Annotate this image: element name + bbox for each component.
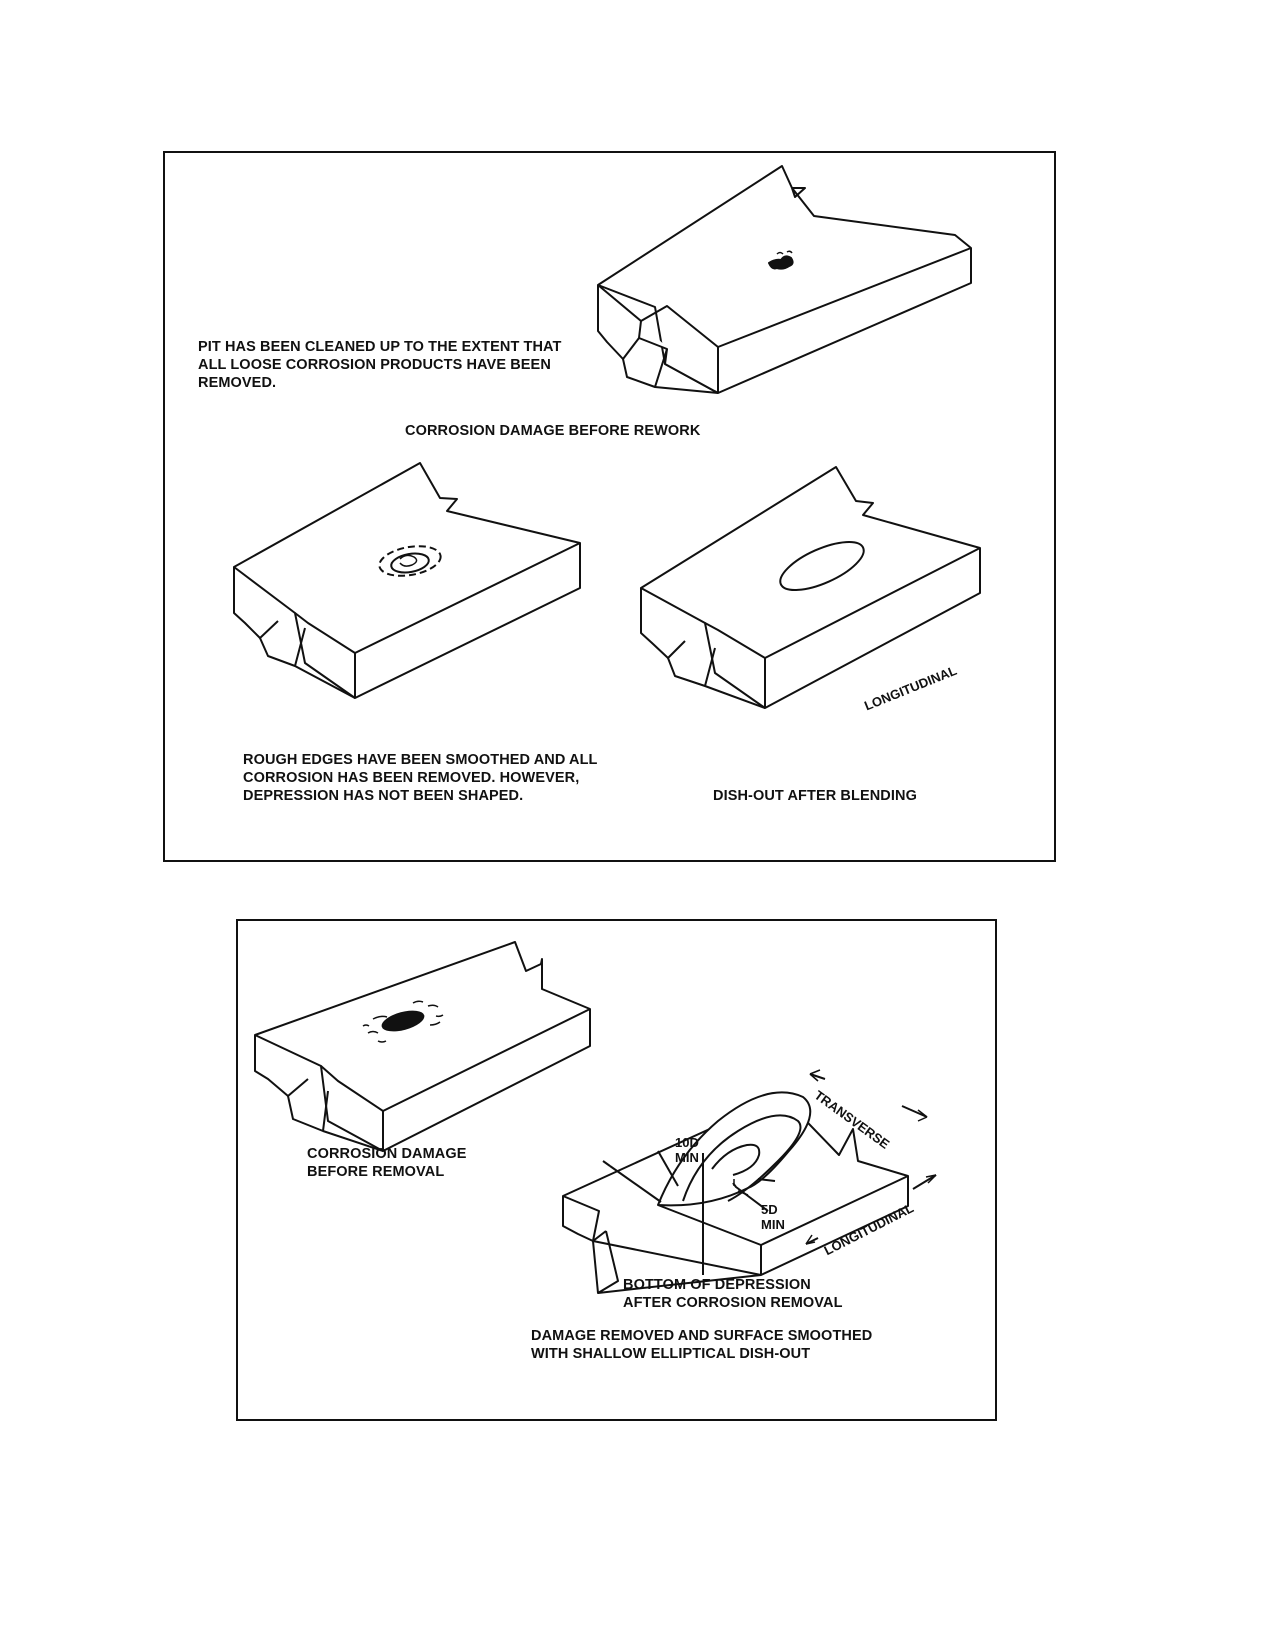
bottom-figure-panel: CORROSION DAMAGE BEFORE REMOVAL TRANSVER… — [236, 919, 997, 1421]
bottom-figure-drawing — [254, 941, 937, 1294]
final-caption: DAMAGE REMOVED AND SURFACE SMOOTHED WITH… — [531, 1328, 873, 1362]
rough-edges-note: ROUGH EDGES HAVE BEEN SMOOTHED AND ALL C… — [243, 752, 598, 804]
dishout-caption: DISH-OUT AFTER BLENDING — [713, 788, 917, 804]
block-before-removal — [254, 941, 591, 1152]
before-rework-caption: CORROSION DAMAGE BEFORE REWORK — [405, 423, 701, 439]
top-figure-panel: PIT HAS BEEN CLEANED UP TO THE EXTENT TH… — [163, 151, 1056, 862]
block-elliptical-dishout — [562, 1069, 937, 1294]
block-dishout-after-blending — [640, 466, 981, 709]
dim-10d-min: 10D MIN — [675, 1135, 699, 1165]
block-rough-edges-smoothed — [233, 462, 581, 699]
block-before-rework — [597, 165, 972, 394]
corrosion-spot — [362, 1000, 444, 1043]
pit-cleaned-note: PIT HAS BEEN CLEANED UP TO THE EXTENT TH… — [198, 339, 562, 391]
before-removal-caption: CORROSION DAMAGE BEFORE REMOVAL — [307, 1146, 467, 1180]
bottom-of-depression-label: BOTTOM OF DEPRESSION AFTER CORROSION REM… — [623, 1277, 843, 1311]
dim-5d-min: 5D MIN — [761, 1202, 785, 1232]
top-figure-drawing — [233, 165, 981, 709]
